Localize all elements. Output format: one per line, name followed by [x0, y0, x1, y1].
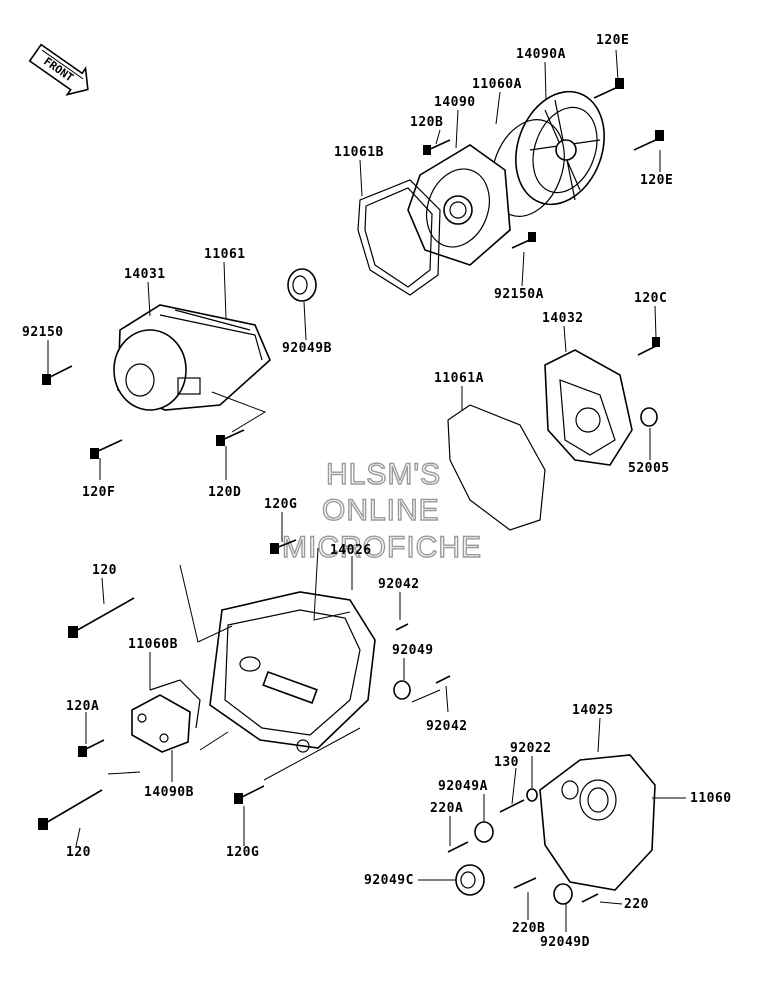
label-14090A: 14090A [516, 47, 566, 62]
part-52005-cap [640, 407, 658, 427]
part-11061B-gasket [357, 179, 441, 296]
part-11060B-gasket [149, 679, 201, 729]
label-92049D: 92049D [540, 935, 590, 950]
part-14032-cover [544, 349, 633, 466]
bolt-220 [581, 893, 599, 903]
part-11060A-gasket [491, 118, 565, 218]
bolt-120G-bottom [234, 785, 265, 804]
label-92042-top: 92042 [378, 577, 420, 592]
label-11060: 11060 [690, 791, 732, 806]
bolt-92150 [42, 365, 73, 385]
label-11061B: 11061B [334, 145, 384, 160]
bolt-220A [447, 841, 469, 853]
label-92150: 92150 [22, 325, 64, 340]
label-92150A: 92150A [494, 287, 544, 302]
watermark-line-1: HLSM'S [326, 458, 441, 491]
label-120C: 120C [634, 291, 667, 306]
label-11061: 11061 [204, 247, 246, 262]
label-14090B: 14090B [144, 785, 194, 800]
label-14032: 14032 [542, 311, 584, 326]
bolt-120G-top [270, 539, 297, 554]
bolt-130 [499, 799, 525, 813]
label-14090: 14090 [434, 95, 476, 110]
bolt-120B [423, 139, 451, 155]
label-14026: 14026 [330, 543, 372, 558]
seal-92049 [393, 680, 411, 700]
label-120E-top: 120E [596, 33, 629, 48]
label-14025: 14025 [572, 703, 614, 718]
bolt-120A [78, 739, 105, 757]
seal-92049C [455, 864, 485, 896]
label-11061A: 11061A [434, 371, 484, 386]
label-92049: 92049 [392, 643, 434, 658]
bolt-120-top [68, 597, 135, 638]
label-220: 220 [624, 897, 649, 912]
seal-92049A [474, 821, 494, 843]
label-220B: 220B [512, 921, 545, 936]
label-92049C: 92049C [364, 873, 414, 888]
label-120-top: 120 [92, 563, 117, 578]
pin-92042-top [395, 623, 409, 631]
part-14025-cover [539, 754, 656, 891]
label-92049A: 92049A [438, 779, 488, 794]
bolt-220B [513, 877, 537, 889]
part-14090B-plate [131, 694, 191, 753]
watermark-line-2: ONLINE [322, 494, 440, 527]
bolt-92150A [511, 232, 536, 249]
label-11060B: 11060B [128, 637, 178, 652]
label-120A: 120A [66, 699, 99, 714]
label-120G-top: 120G [264, 497, 297, 512]
label-220A: 220A [430, 801, 463, 816]
washer-92022 [526, 788, 538, 802]
label-52005: 52005 [628, 461, 670, 476]
part-14031-cover [113, 304, 271, 411]
part-14090-cover [407, 144, 511, 266]
leader-lines [47, 49, 686, 932]
label-92022: 92022 [510, 741, 552, 756]
pin-92042-bottom [435, 675, 451, 684]
label-120F: 120F [82, 485, 115, 500]
label-120B: 120B [410, 115, 443, 130]
part-92049B-seal [287, 268, 317, 302]
label-120-bottom: 120 [66, 845, 91, 860]
bolt-120E-right [633, 130, 664, 151]
label-120E-right: 120E [640, 173, 673, 188]
bolt-120F [90, 439, 123, 459]
part-11061A-gasket [447, 404, 546, 531]
label-120D: 120D [208, 485, 241, 500]
part-labels: 120E 14090A 11060A 14090 120B 11061B 120… [22, 33, 732, 950]
label-92042-bottom: 92042 [426, 719, 468, 734]
label-120G-bottom: 120G [226, 845, 259, 860]
bolt-120D [216, 429, 245, 446]
label-14031: 14031 [124, 267, 166, 282]
bolt-120C [637, 337, 660, 356]
bolt-120-bottom [38, 789, 103, 830]
label-130: 130 [494, 755, 519, 770]
label-92049B: 92049B [282, 341, 332, 356]
label-11060A: 11060A [472, 77, 522, 92]
watermark: HLSM'S ONLINE MICROFICHE [281, 457, 482, 564]
bolt-120E-top [593, 78, 624, 99]
part-14026-cover [209, 591, 376, 753]
watermark-line-3: MICROFICHE [282, 531, 482, 564]
part-14090A-cover [515, 90, 605, 206]
seal-92049D [553, 883, 573, 905]
front-arrow-badge: FRONT [28, 43, 89, 96]
